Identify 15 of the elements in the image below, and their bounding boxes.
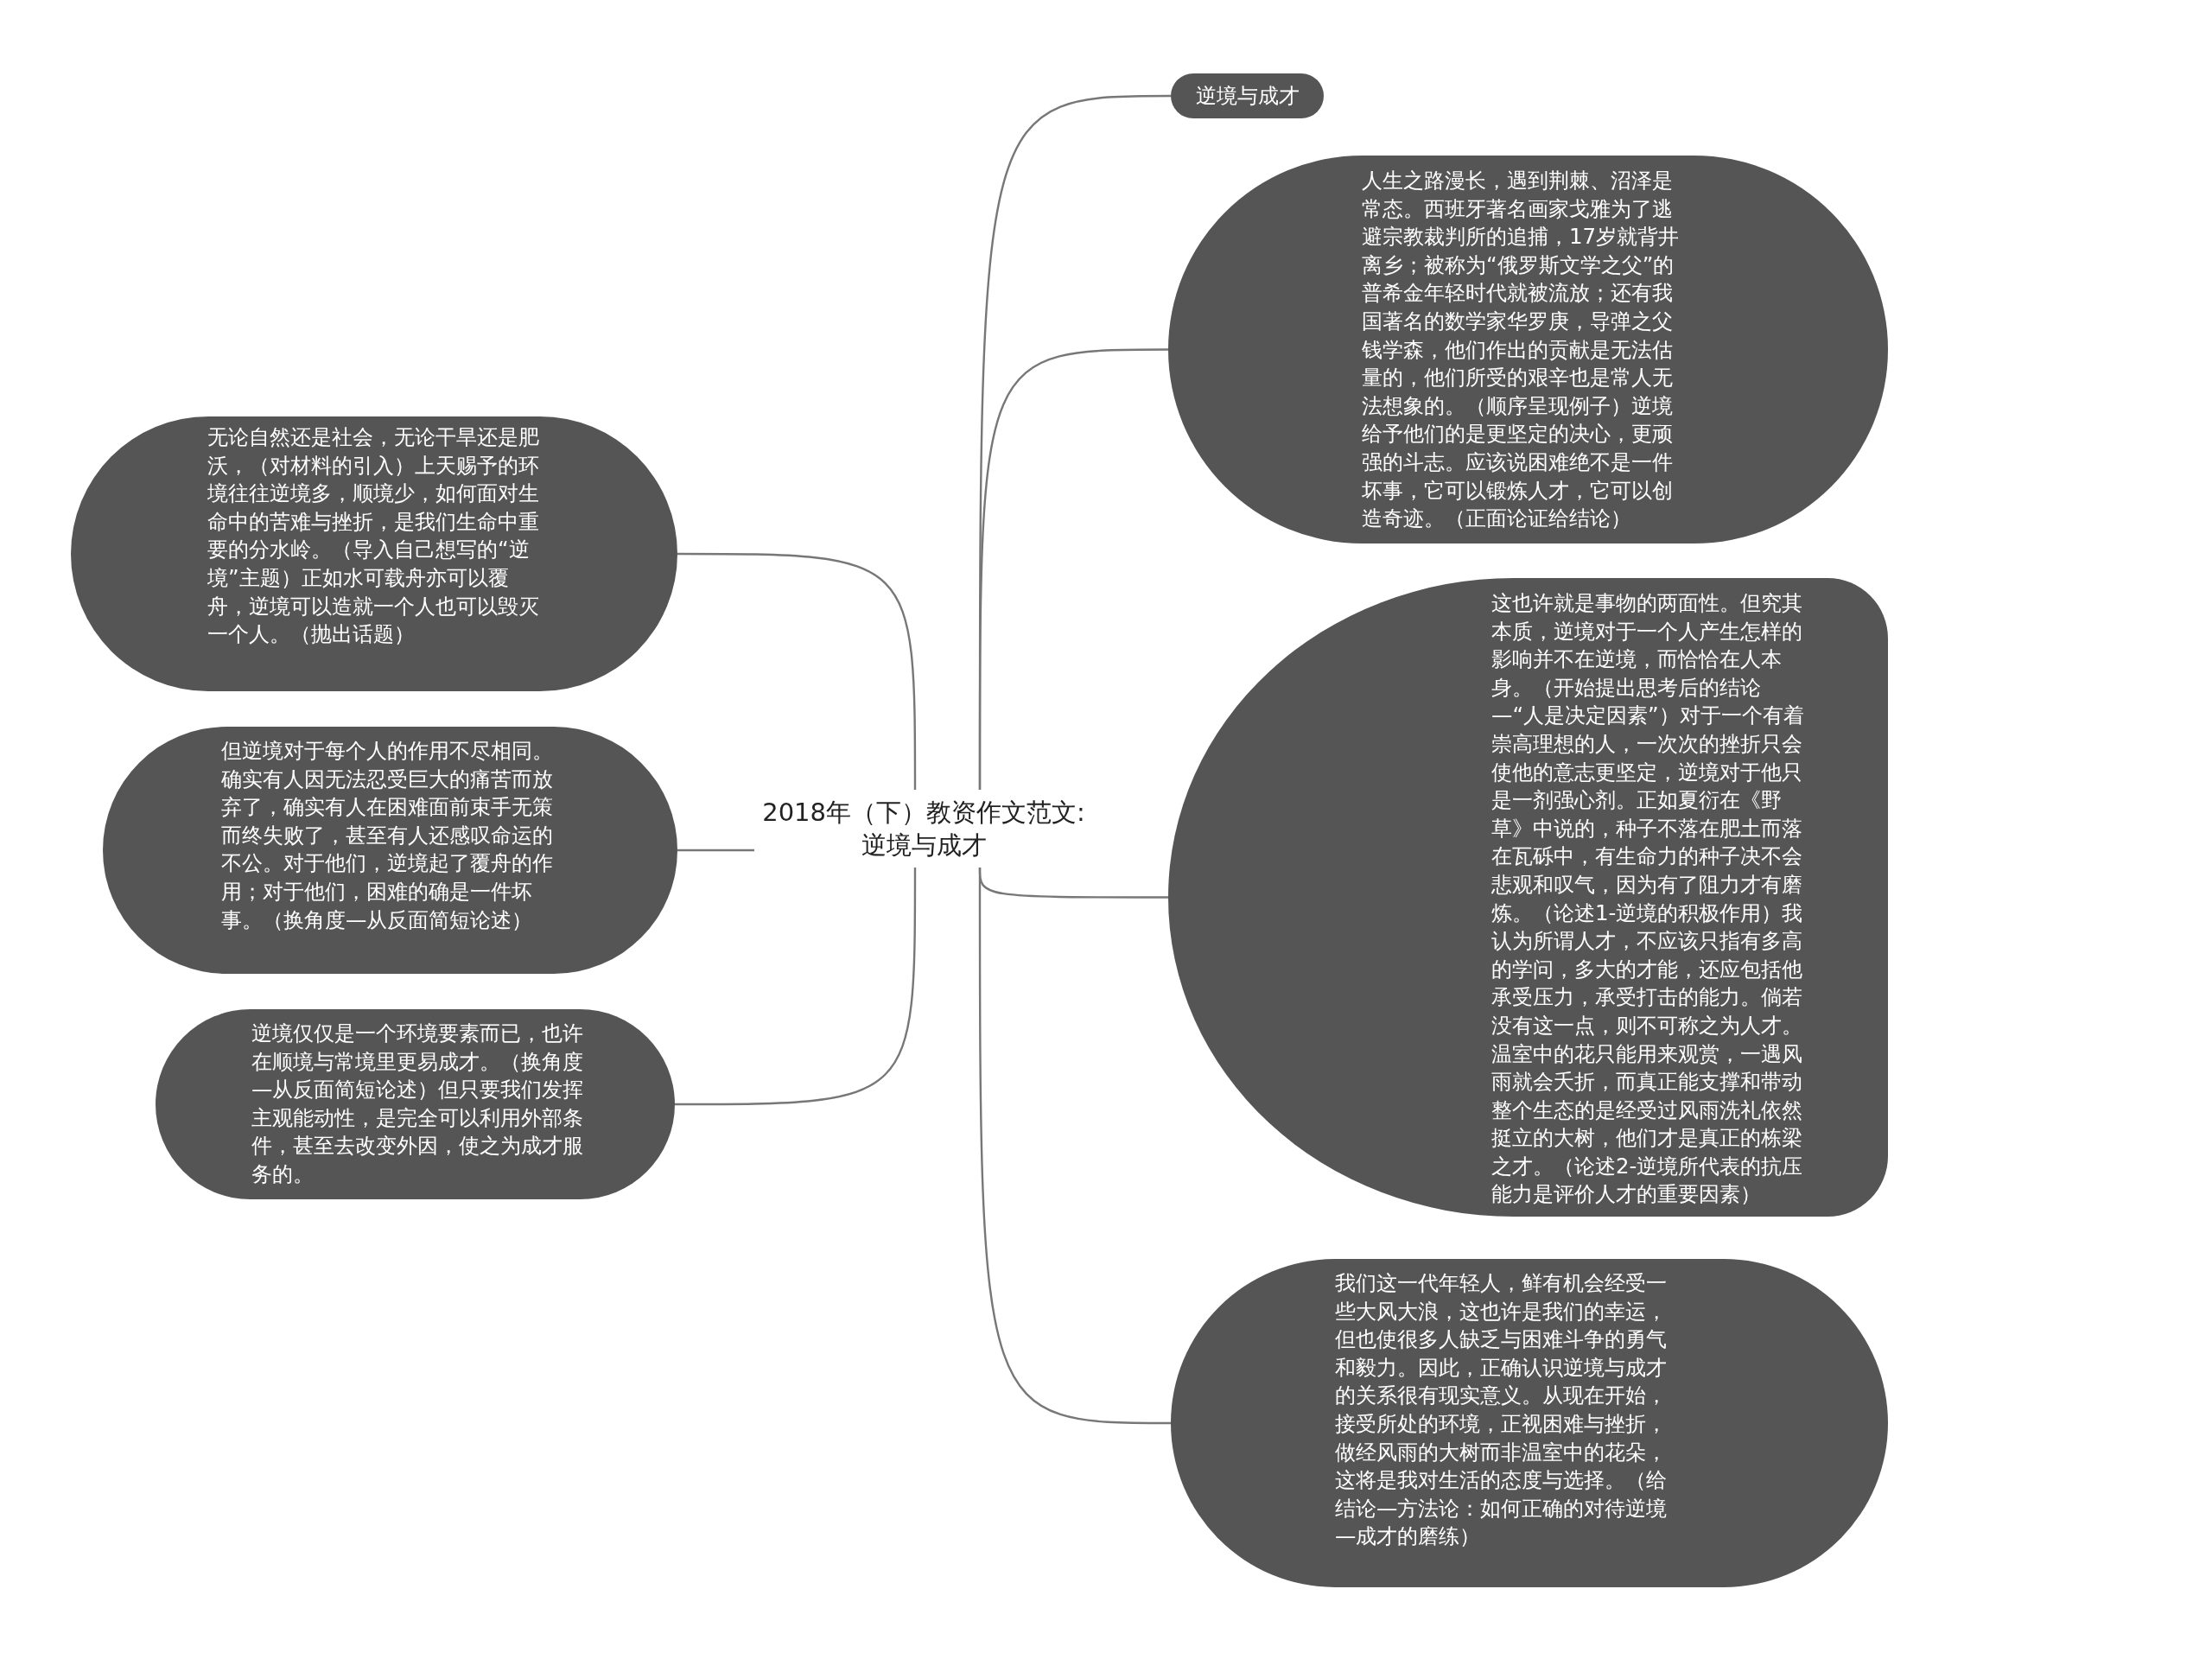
topic-text: 逆境仅仅是一个环境要素而已，也许在顺境与常境里更易成才。（换角度—从反面简短论述）但只要我们发挥主观能动性，是完全可以利用外部条件，甚至去改变外因，使之为成才服务的。 bbox=[251, 1020, 584, 1188]
topic-bubble bbox=[1168, 578, 1888, 1217]
topic-text: 这也许就是事物的两面性。但究其本质，逆境对于一个人产生怎样的影响并不在逆境，而恰恰在人本身。（开始提出思考后的结论—“人是决定因素”）对于一个有着崇高理想的人，一次次的挫折只会使他的意志更坚定，逆境对于他只是一剂强心剂。正如夏衍在《野草》中说的，种子不落在肥土而落在瓦砾中，有生命力的种子决不会悲观和叹气，因为有了阻力才有磨炼。（论述1-逆境的积极作用）我认为所谓人才，不应该只指有多高的学问，多大的才能，还应包括他承受压力，承受打击的能力。倘若没有这一点，则不可称之为人才。温室中的花只能用来观赏，一遇风雨就会夭折，而真正能支撑和带动整个生态的是经受过风雨洗礼依然挺立的大树，他们才是真正的栋梁之才。（论述2-逆境所代表的抗压能力是评价人才的重要因素） bbox=[1491, 589, 1805, 1209]
topic-text: 无论自然还是社会，无论干旱还是肥沃，（对材料的引入）上天赐予的环境往往逆境多，顺境少，如何面对生命中的苦难与挫折，是我们生命中重要的分水岭。（导入自己想写的“逆境”主题）正如水可载舟亦可以覆舟，逆境可以造就一个人也可以毁灭一个人。（抛出话题） bbox=[207, 423, 540, 649]
connector-line bbox=[677, 552, 917, 790]
connector-line bbox=[675, 868, 917, 1106]
connector-line bbox=[677, 849, 754, 852]
topic-text: 我们这一代年轻人，鲜有机会经受一些大风大浪，这也许是我们的幸运，但也使很多人缺乏与困难斗争的勇气和毅力。因此，正确认识逆境与成才的关系很有现实意义。从现在开始，接受所处的环境，正视困难与挫折，做经风雨的大树而非温室中的花朵，这将是我对生活的态度与选择。（给结论—方法论：如何正确的对待逆境—成才的磨练） bbox=[1335, 1269, 1668, 1551]
connector-line bbox=[978, 348, 1168, 790]
topic-pill bbox=[1171, 73, 1324, 118]
topic-text: 逆境与成才 bbox=[1194, 82, 1300, 110]
connector-line bbox=[978, 868, 1171, 1425]
central-title: 2018年（下）教资作文范文:逆境与成才 bbox=[761, 797, 1086, 861]
topic-text: 但逆境对于每个人的作用不尽相同。确实有人因无法忍受巨大的痛苦而放弃了，确实有人在困难面前束手无策而终失败了，甚至有人还感叹命运的不公。对于他们，逆境起了覆舟的作用；对于他们，困难的确是一件坏事。（换角度—从反面简短论述） bbox=[221, 737, 554, 934]
topic-text: 人生之路漫长，遇到荆棘、沼泽是常态。西班牙著名画家戈雅为了逃避宗教裁判所的追捕，17岁就背井离乡；被称为“俄罗斯文学之父”的普希金年轻时代就被流放；还有我国著名的数学家华罗庚，导弹之父钱学森，他们作出的贡献是无法估量的，他们所受的艰辛也是常人无法想象的。（顺序呈现例子）逆境给予他们的是更坚定的决心，更顽强的斗志。应该说困难绝不是一件坏事，它可以锻炼人才，它可以创造奇迹。（正面论证给结论） bbox=[1362, 167, 1681, 533]
